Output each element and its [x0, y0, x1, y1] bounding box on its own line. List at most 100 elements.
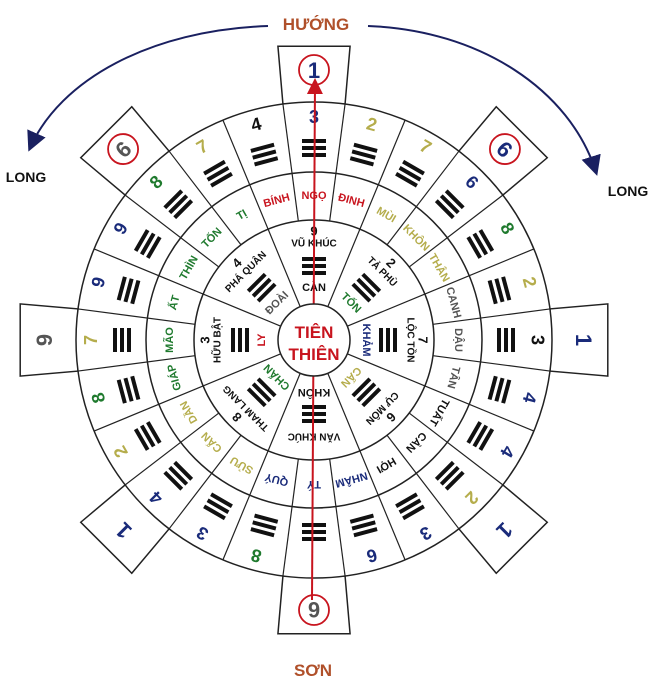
- mountain-divider: [77, 308, 196, 325]
- outer-trigram-icon: [434, 189, 465, 220]
- center-label-line2: THIÊN: [289, 345, 340, 364]
- outer-trigram-icon: [434, 460, 465, 491]
- trigram-line: [163, 470, 184, 491]
- trigram-line: [206, 498, 230, 515]
- trigram-line: [173, 460, 194, 481]
- tab-number: 1: [308, 58, 320, 83]
- outer-number: 8: [249, 545, 264, 567]
- tab-number: 1: [571, 334, 596, 346]
- trigram-line: [302, 523, 326, 527]
- trigram-line: [395, 492, 418, 508]
- trigram-line: [444, 189, 465, 210]
- inner-divider: [327, 228, 361, 307]
- mountain-divider: [408, 194, 504, 268]
- trigram-line: [494, 377, 505, 402]
- outer-trigram-icon: [116, 375, 141, 404]
- inner-trigram-icon: [231, 328, 249, 352]
- tab-number-circle: [298, 594, 330, 626]
- mountain-label: DẬU: [452, 328, 465, 352]
- trigram-line: [120, 328, 124, 352]
- inner-divider: [327, 373, 361, 452]
- trigram-line: [398, 165, 422, 182]
- outer-number: 7: [81, 335, 101, 345]
- trigram-line: [168, 194, 189, 215]
- outer-trigram-icon: [466, 229, 495, 259]
- mountain-divider: [222, 450, 269, 561]
- trigram-line: [472, 424, 489, 448]
- trigram-line: [402, 504, 425, 521]
- outer-trigram-icon: [250, 142, 279, 167]
- trigram-line: [252, 520, 277, 531]
- mountain-divider: [282, 103, 299, 222]
- trigram-line: [478, 428, 495, 451]
- trigram-line: [250, 527, 275, 538]
- outer-trigram-icon: [250, 513, 279, 538]
- outer-trigram-icon: [203, 492, 233, 521]
- tab-number-group: 1: [571, 334, 596, 346]
- inner-trigram-icon: [246, 377, 277, 408]
- outer-trigram-icon: [133, 421, 162, 451]
- outer-number: 3: [527, 335, 547, 345]
- inner-sector-number: 3: [197, 336, 212, 343]
- trigram-line: [472, 232, 489, 256]
- trigram-line: [133, 229, 150, 252]
- outer-trigram-icon: [487, 276, 512, 305]
- trigram-line: [356, 382, 377, 403]
- mountain-divider: [93, 385, 204, 432]
- trigram-line: [173, 199, 194, 220]
- mountain-label: TÝ: [306, 478, 321, 491]
- trigram-line: [139, 424, 156, 448]
- mountain-divider: [386, 150, 460, 246]
- right-curve-arrow: [367, 25, 601, 176]
- mountain-divider: [359, 119, 406, 230]
- trigram-line: [256, 377, 277, 398]
- trigram-line: [146, 236, 162, 259]
- trigram-line: [254, 156, 279, 167]
- inner-divider: [267, 373, 301, 452]
- trigram-line: [439, 465, 460, 486]
- trigram-line: [351, 149, 376, 160]
- trigram-line: [487, 280, 498, 305]
- trigram-line: [353, 527, 378, 538]
- trigram-line: [302, 530, 326, 534]
- trigram-line: [206, 165, 230, 182]
- trigram-line: [238, 328, 242, 352]
- mountain-label: QUÝ: [263, 470, 290, 489]
- trigram-line: [113, 328, 117, 352]
- trigram-line: [349, 156, 374, 167]
- mountain-label: ẤT: [166, 294, 182, 312]
- trigram-line: [254, 513, 279, 524]
- outer-trigram-icon: [395, 492, 425, 521]
- trigram-line: [494, 278, 505, 303]
- inner-sector-number: 7: [416, 336, 431, 343]
- tab-number-circle: [107, 133, 139, 165]
- inner-divider: [347, 293, 426, 327]
- outer-number: 2: [519, 275, 541, 290]
- inner-trigram-icon: [351, 272, 382, 303]
- outer-trigram-icon: [113, 328, 131, 352]
- trigram-line: [302, 537, 326, 541]
- inner-trigram-icon: [246, 272, 277, 303]
- trigram-line: [393, 328, 397, 352]
- outer-number: 4: [519, 390, 541, 405]
- trigram-line: [466, 421, 482, 444]
- trigram-line: [133, 428, 150, 451]
- trigram-line: [139, 232, 156, 256]
- trigram-line: [168, 465, 189, 486]
- inner-divider: [202, 293, 281, 327]
- long-left-label: LONG: [6, 169, 47, 185]
- trigram-line: [434, 460, 455, 481]
- star-name: LỘC TỒN: [404, 318, 417, 363]
- tab-number: 9: [32, 334, 57, 346]
- mountain-divider: [124, 412, 220, 486]
- huong-label: HƯỚNG: [283, 15, 349, 34]
- outer-trigram-icon: [302, 523, 326, 541]
- trigram-line: [163, 189, 184, 210]
- trigram-line: [466, 236, 482, 259]
- center-circle: [277, 303, 351, 377]
- trigram-name: KHẢM: [360, 324, 373, 357]
- outer-number: 9: [87, 275, 109, 290]
- inner-divider: [202, 353, 281, 387]
- trigram-line: [511, 328, 515, 352]
- mountain-divider: [168, 434, 242, 530]
